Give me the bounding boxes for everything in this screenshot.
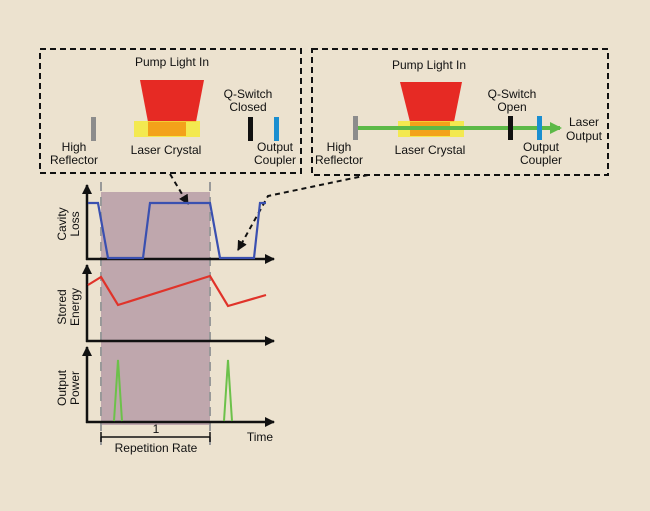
cavity-loss-trace — [88, 201, 266, 260]
right-pump-light — [400, 82, 462, 122]
stored-energy-label-1: Stored — [55, 289, 69, 324]
left-coupler-label-2: Coupler — [254, 153, 296, 167]
left-pump-light — [140, 80, 204, 122]
left-reflector-label-1: High — [62, 140, 87, 154]
laser-output-label-2: Output — [566, 129, 603, 143]
output-power-label-1: Output — [55, 369, 69, 406]
connector-arrow-open — [237, 174, 369, 251]
period-value: 1 — [153, 422, 160, 436]
output-power-pulse-2 — [223, 359, 233, 422]
output-power-label-2: Power — [68, 371, 82, 405]
right-output-coupler — [537, 116, 542, 140]
left-crystal-label: Laser Crystal — [131, 143, 202, 157]
cavity-loss-label-1: Cavity — [55, 207, 69, 240]
left-pump-label: Pump Light In — [135, 55, 209, 69]
right-qswitch-label-1: Q-Switch — [488, 87, 537, 101]
right-panel-frame — [311, 48, 609, 176]
laser-output-label-1: Laser — [569, 115, 599, 129]
right-pump-label: Pump Light In — [392, 58, 466, 72]
right-high-reflector — [353, 116, 358, 140]
left-output-coupler — [274, 117, 279, 141]
period-label: Repetition Rate — [115, 441, 198, 455]
right-qswitch-label-2: Open — [497, 100, 526, 114]
repetition-rate-bracket: 1 Repetition Rate — [100, 422, 211, 455]
left-panel: Pump Light In Q-Switch Closed High Refle… — [39, 48, 302, 174]
left-coupler-label-1: Output — [257, 140, 294, 154]
left-qswitch-label-2: Closed — [229, 100, 266, 114]
time-label: Time — [247, 430, 274, 444]
left-high-reflector — [91, 117, 96, 141]
cavity-loss-label-2: Loss — [68, 211, 82, 236]
repetition-period-shade — [101, 192, 210, 425]
left-q-switch — [248, 117, 253, 141]
right-q-switch — [508, 116, 513, 140]
left-reflector-label-2: Reflector — [50, 153, 98, 167]
output-power-pulse-1 — [113, 359, 123, 422]
left-qswitch-label-1: Q-Switch — [224, 87, 273, 101]
left-panel-frame — [39, 48, 302, 174]
right-panel: Pump Light In Q-Switch Open High Reflect… — [311, 48, 609, 176]
right-crystal-label: Laser Crystal — [395, 143, 466, 157]
stored-energy-trace — [87, 274, 267, 308]
left-laser-crystal — [148, 122, 186, 136]
right-coupler-label-2: Coupler — [520, 153, 562, 167]
right-reflector-label-2: Reflector — [315, 153, 363, 167]
right-coupler-label-1: Output — [523, 140, 560, 154]
right-reflector-label-1: High — [327, 140, 352, 154]
stored-energy-label-2: Energy — [68, 288, 82, 326]
connector-arrow-closed — [169, 173, 189, 205]
